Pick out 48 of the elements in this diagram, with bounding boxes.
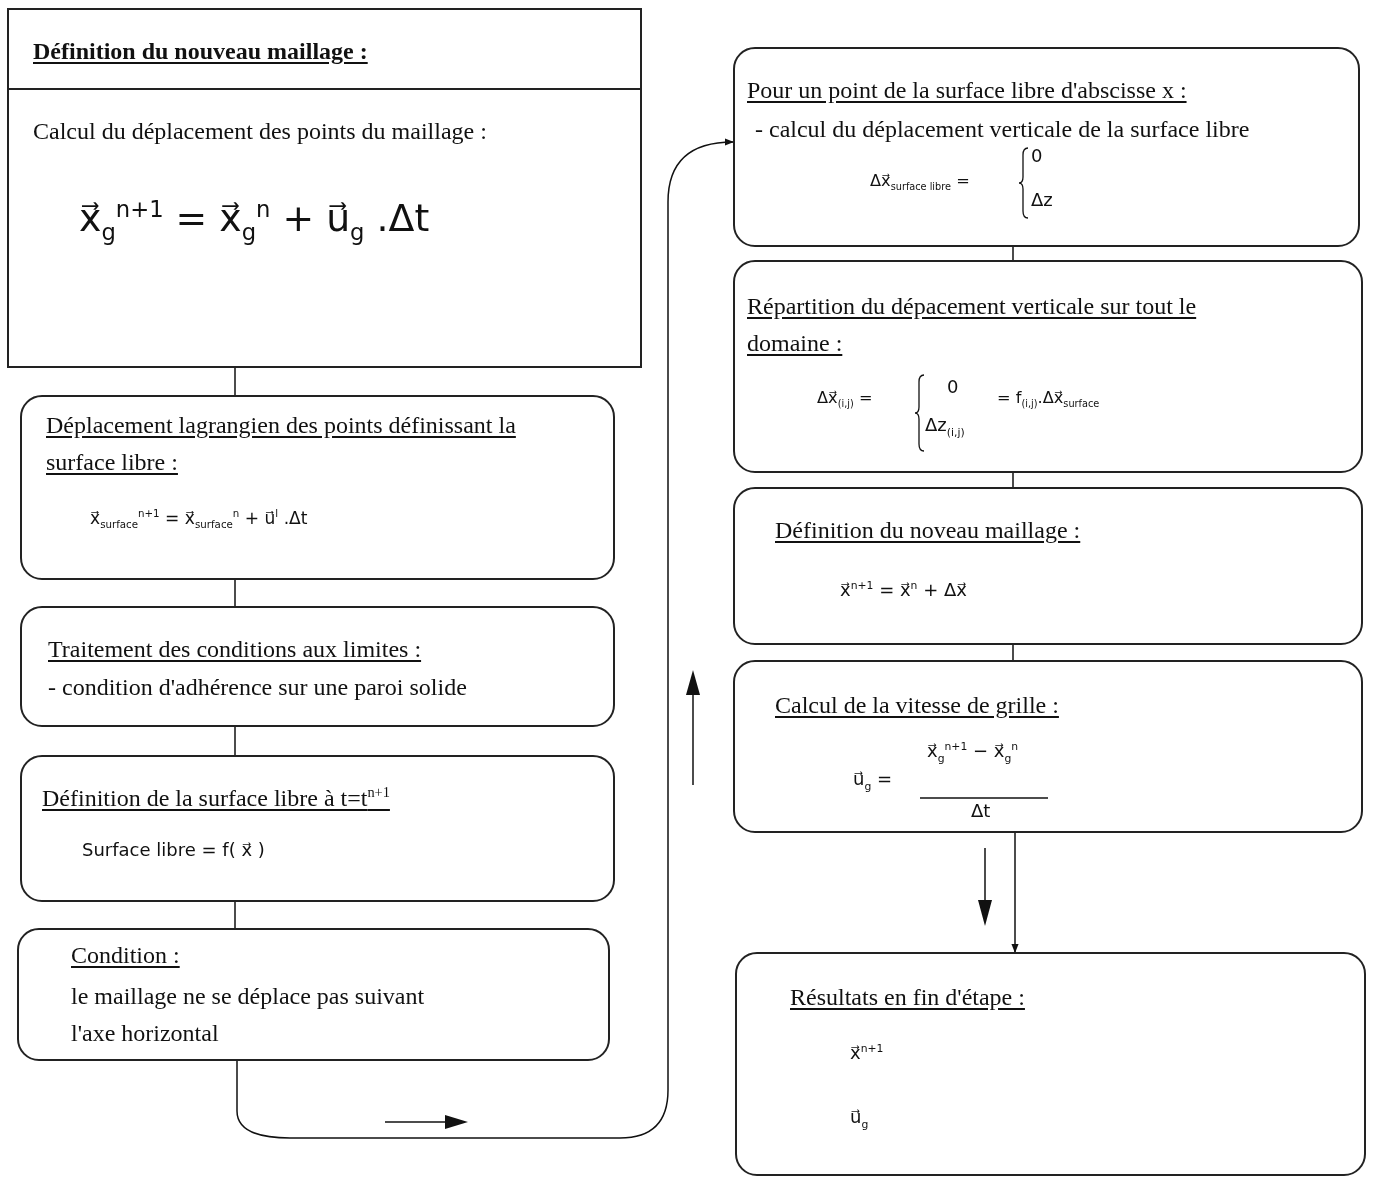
- formula: Δx⃗$_{(i,j)}$ =: [817, 388, 873, 411]
- formula: x⃗$_{g}$$^{n+1}$ = x⃗$_{g}$$^{n}$ + u⃗$_{g}$ .Δt: [79, 195, 430, 246]
- formula: x⃗$_{surface}$$^{n+1}$ = x⃗$_{surface}$$^{n}$ + u⃗$^{l}$ .Δt: [90, 507, 308, 531]
- formula: 0: [1031, 145, 1043, 168]
- process-box: [733, 660, 1363, 833]
- heading: Répartition du dépacement verticale sur tout le domaine :: [747, 292, 1198, 359]
- process-box: [733, 487, 1363, 645]
- process-box: [20, 395, 615, 580]
- heading: Définition de la surface libre à t=t$^{n+1}$: [42, 783, 390, 813]
- connector: [1011, 832, 1019, 953]
- process-box: [20, 755, 615, 902]
- heading: Résultats en fin d'étape :: [790, 983, 1025, 1012]
- process-box: [20, 606, 615, 727]
- heading: Pour un point de la surface libre d'abscisse x :: [747, 76, 1187, 105]
- connector: [234, 901, 236, 929]
- connector: [234, 726, 236, 756]
- formula: Δt: [971, 800, 991, 823]
- heading: Déplacement lagrangien des points définissant la surface libre :: [46, 411, 516, 478]
- heading: Calcul de la vitesse de grille :: [775, 691, 1059, 720]
- formula: Surface libre = f( x⃗ ): [82, 839, 265, 862]
- formula: = f$_{(i,j)}$.Δx⃗$_{surface}$: [997, 388, 1100, 411]
- text: le maillage ne se déplace pas suivant l'axe horizontal: [71, 982, 426, 1049]
- formula: Δz$_{(i,j)}$: [925, 414, 965, 440]
- text: - calcul du déplacement verticale de la surface libre: [755, 115, 1251, 144]
- heading: Définition du nouveau maillage :: [33, 37, 368, 66]
- connector: [234, 579, 236, 607]
- formula: x⃗$^{n+1}$ = x⃗$^{n}$ + Δx⃗: [840, 579, 967, 602]
- connector: [1012, 644, 1014, 661]
- formula: Δz: [1031, 189, 1053, 212]
- connector: [1012, 246, 1014, 261]
- formula: x⃗$^{n+1}$: [850, 1042, 884, 1065]
- formula: u⃗$_{g}$ =: [853, 768, 893, 794]
- process-box: [735, 952, 1366, 1176]
- formula: u⃗$_{g}$: [850, 1106, 869, 1132]
- formula: Δx⃗$_{surface libre}$ =: [870, 171, 970, 194]
- connector: [1012, 472, 1014, 488]
- process-box: [733, 47, 1360, 247]
- connector: [234, 367, 236, 396]
- text: Calcul du déplacement des points du maillage :: [33, 117, 487, 146]
- text: - condition d'adhérence sur une paroi solide: [48, 673, 467, 702]
- heading: Définition du noveau maillage :: [775, 516, 1081, 545]
- connector: [236, 138, 734, 1139]
- formula: 0: [947, 376, 959, 399]
- process-box: [7, 8, 642, 368]
- process-box: [733, 260, 1363, 473]
- heading: Traitement des conditions aux limites :: [48, 635, 422, 664]
- process-box: [17, 928, 610, 1061]
- heading: Condition :: [71, 941, 180, 970]
